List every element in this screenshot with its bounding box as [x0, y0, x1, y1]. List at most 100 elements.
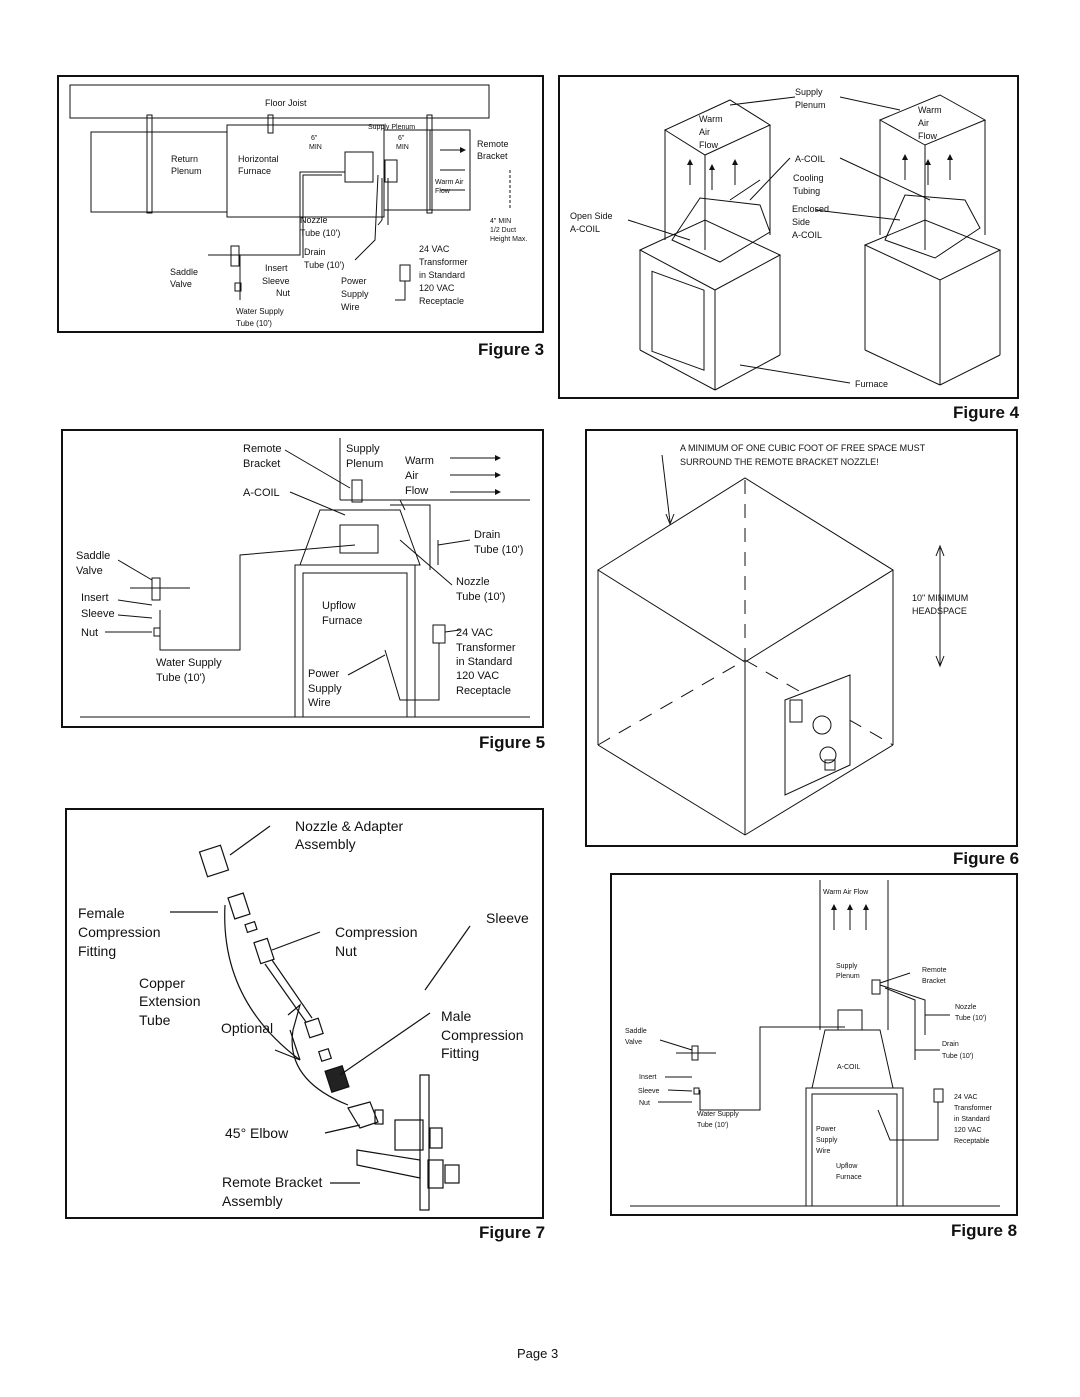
fig3-return-1: Return	[171, 154, 198, 164]
fig5-remote-2: Bracket	[243, 458, 280, 470]
fig5-saddle-2: Valve	[76, 565, 103, 577]
fig3-min-left: 6"	[311, 135, 318, 142]
fig3-drain-2: Tube (10')	[304, 260, 344, 270]
fig5-trans-4: 120 VAC	[456, 670, 499, 682]
fig4-enclosed-1: Enclosed	[792, 204, 829, 214]
page-number: Page 3	[517, 1346, 559, 1361]
fig7-cnut-1: Compression	[335, 924, 417, 940]
fig7-female-1: Female	[78, 905, 125, 921]
fig8-power-3: Wire	[816, 1148, 830, 1155]
fig5-warm-3: Flow	[405, 485, 428, 497]
fig5-upflow-2: Furnace	[322, 615, 362, 627]
fig4-enclosed-2: Side	[792, 217, 810, 227]
fig5-warm-1: Warm	[405, 455, 434, 467]
fig8-plenum-2: Plenum	[836, 973, 860, 980]
fig7-bracket-2: Assembly	[222, 1193, 283, 1209]
fig4-warm-l-2: Air	[699, 127, 710, 137]
fig8-nozzle-2: Tube (10')	[955, 1015, 986, 1022]
fig8-upflow-2: Furnace	[836, 1174, 862, 1181]
fig5-drain-1: Drain	[474, 529, 500, 541]
fig7-male-2: Compression	[441, 1027, 523, 1043]
fig7-female-3: Fitting	[78, 943, 116, 959]
fig3-floor-joist: Floor Joist	[265, 98, 307, 108]
fig8-remote-2: Bracket	[922, 978, 946, 985]
figure-8-caption: Figure 8	[951, 1221, 1018, 1240]
fig8-trans-2: Transformer	[954, 1105, 993, 1112]
fig8-water-1: Water Supply	[697, 1111, 739, 1118]
fig3-duct-1: 4" MIN	[490, 218, 511, 225]
fig5-saddle-1: Saddle	[76, 550, 110, 562]
fig5-plenum-1: Supply	[346, 443, 380, 455]
fig5-trans-5: Receptacle	[456, 685, 511, 697]
fig7-male-3: Fitting	[441, 1045, 479, 1061]
fig7-copper-2: Extension	[139, 993, 200, 1009]
fig3-warm-2: Flow	[435, 188, 451, 195]
fig8-upflow-1: Upflow	[836, 1163, 858, 1170]
fig7-female-2: Compression	[78, 924, 160, 940]
fig8-a-coil: A-COIL	[837, 1064, 860, 1071]
fig8-plenum-1: Supply	[836, 963, 858, 970]
fig4-open-2: A-COIL	[570, 224, 600, 234]
fig4-cooling-1: Cooling	[793, 173, 824, 183]
fig5-warm-2: Air	[405, 470, 419, 482]
figure-7-frame	[65, 808, 544, 1219]
figure-7-caption: Figure 7	[479, 1223, 546, 1242]
figure-3-caption: Figure 3	[478, 340, 545, 359]
fig3-remote-2: Bracket	[477, 151, 508, 161]
fig3-nozzle-2: Tube (10')	[300, 228, 340, 238]
fig8-nozzle-1: Nozzle	[955, 1004, 977, 1011]
fig4-plenum-2: Plenum	[795, 100, 826, 110]
fig3-trans-4: 120 VAC	[419, 283, 455, 293]
fig3-hfurn-1: Horizontal	[238, 154, 279, 164]
fig4-warm-r-2: Air	[918, 118, 929, 128]
fig3-insert: Insert	[265, 263, 288, 273]
fig4-open-1: Open Side	[570, 211, 613, 221]
fig5-drain-2: Tube (10')	[474, 544, 523, 556]
fig3-nozzle-1: Nozzle	[300, 215, 328, 225]
fig3-trans-1: 24 VAC	[419, 244, 450, 254]
fig3-nut: Nut	[276, 288, 291, 298]
fig4-furnace: Furnace	[855, 379, 888, 389]
fig6-note-2: SURROUND THE REMOTE BRACKET NOZZLE!	[680, 457, 879, 467]
fig3-warm-1: Warm Air	[435, 179, 464, 186]
fig4-enclosed-3: A-COIL	[792, 230, 822, 240]
fig3-sleeve: Sleeve	[262, 276, 290, 286]
fig5-plenum-2: Plenum	[346, 458, 383, 470]
fig3-duct-3: Height Max.	[490, 236, 527, 243]
fig6-headspace-1: 10" MINIMUM	[912, 593, 968, 603]
fig3-min-right-unit: MIN	[396, 144, 409, 151]
fig5-remote-1: Remote	[243, 443, 282, 455]
fig3-power-3: Wire	[341, 302, 360, 312]
fig5-upflow-1: Upflow	[322, 600, 356, 612]
fig3-hfurn-2: Furnace	[238, 166, 271, 176]
figure-8-frame	[610, 873, 1018, 1216]
fig8-trans-5: Receptable	[954, 1138, 990, 1145]
fig6-note-1: A MINIMUM OF ONE CUBIC FOOT OF FREE SPAC…	[680, 443, 926, 453]
figure-5-caption: Figure 5	[479, 733, 546, 752]
fig8-power-1: Power	[816, 1126, 837, 1133]
fig3-trans-3: in Standard	[419, 270, 465, 280]
fig5-insert: Insert	[81, 592, 109, 604]
fig5-nut: Nut	[81, 627, 98, 639]
fig5-water-2: Tube (10')	[156, 672, 205, 684]
fig5-a-coil: A-COIL	[243, 487, 280, 499]
fig4-warm-r-1: Warm	[918, 105, 942, 115]
fig8-insert: Insert	[639, 1074, 657, 1081]
fig7-nozzle-2: Assembly	[295, 836, 356, 852]
fig8-trans-4: 120 VAC	[954, 1127, 982, 1134]
fig8-nut: Nut	[639, 1100, 650, 1107]
fig3-min-right: 6"	[398, 135, 405, 142]
fig3-water-1: Water Supply	[236, 307, 284, 316]
figure-4-frame	[558, 75, 1019, 399]
fig5-nozzle-2: Tube (10')	[456, 591, 505, 603]
fig7-nozzle-1: Nozzle & Adapter	[295, 818, 404, 834]
fig7-bracket-1: Remote Bracket	[222, 1174, 322, 1190]
fig5-trans-3: in Standard	[456, 656, 512, 668]
fig5-trans-1: 24 VAC	[456, 627, 493, 639]
fig4-warm-l-3: Flow	[699, 140, 719, 150]
